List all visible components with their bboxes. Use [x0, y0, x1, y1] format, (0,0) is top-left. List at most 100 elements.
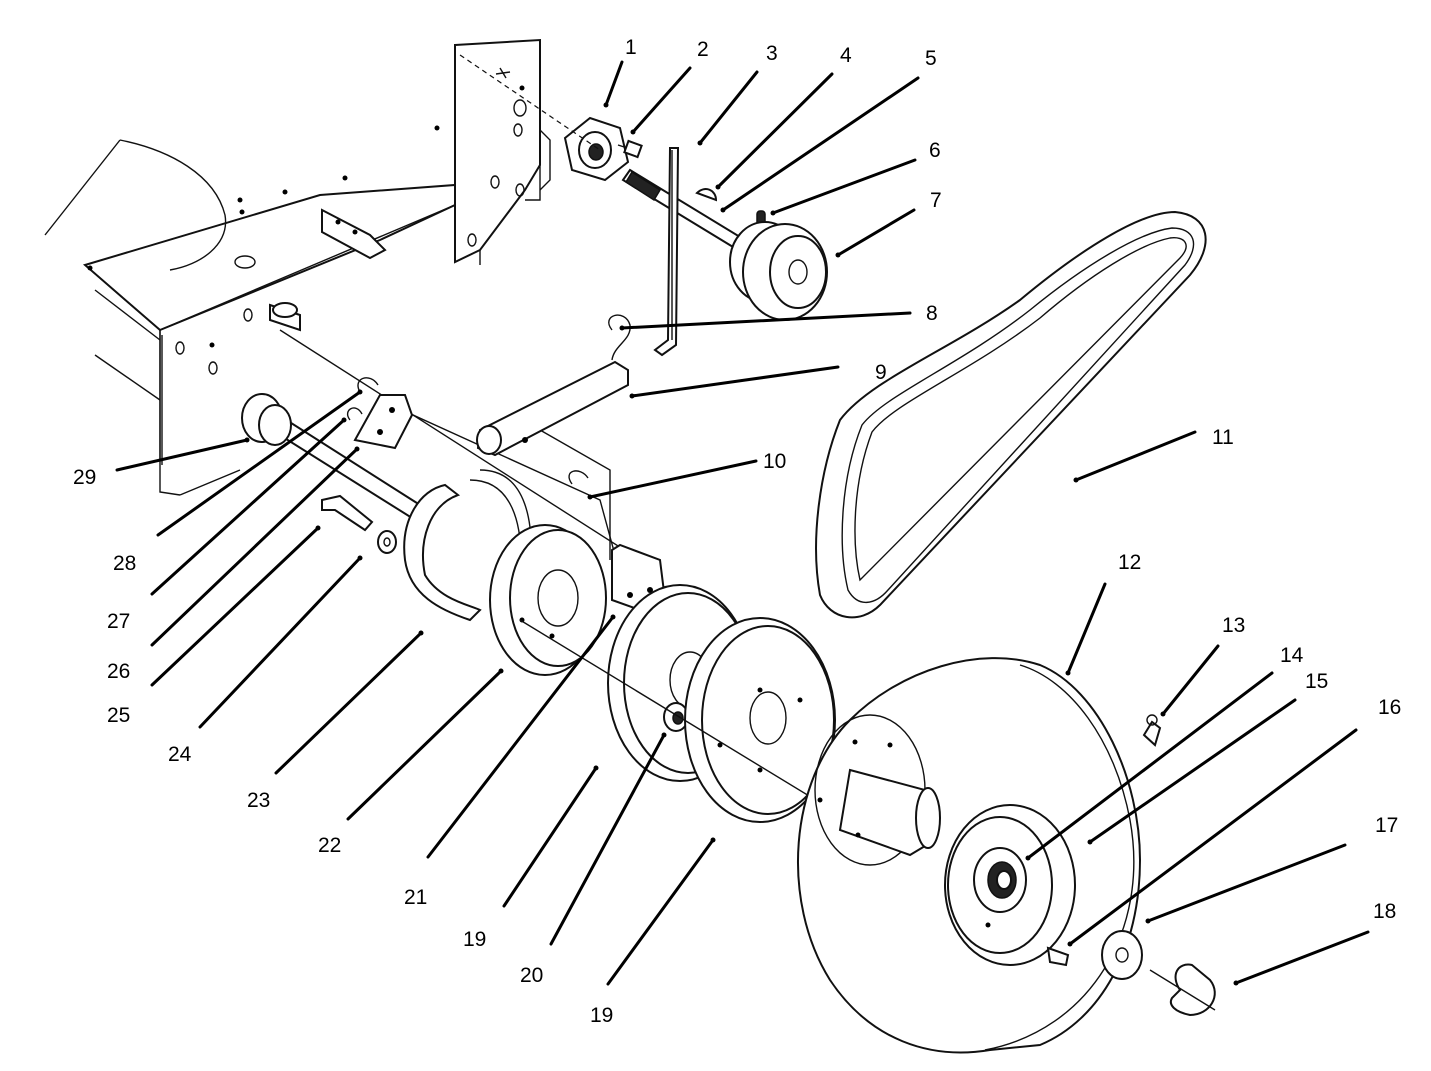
leader-tip-11 — [1073, 477, 1079, 483]
callout-13: 13 — [1222, 614, 1245, 637]
callout-14: 14 — [1280, 644, 1304, 667]
leader-tip-5 — [720, 207, 726, 213]
leader-tip-18 — [1233, 980, 1239, 986]
callout-25: 25 — [107, 704, 130, 727]
leader-tip-9 — [629, 393, 635, 399]
callout-29: 29 — [73, 466, 96, 489]
callout-18: 18 — [1373, 900, 1396, 923]
leader-tip-16 — [1067, 941, 1073, 947]
side-plate — [454, 38, 551, 265]
pulley-half-front — [684, 617, 836, 823]
leader-line-20 — [549, 733, 666, 946]
leader-tip-23 — [418, 630, 424, 636]
control-rod — [653, 147, 680, 357]
leader-line-18 — [1234, 930, 1370, 985]
hub-bushing — [663, 702, 689, 732]
leader-line-12 — [1066, 582, 1107, 675]
leader-line-22 — [346, 669, 503, 821]
leader-tip-14 — [1025, 855, 1031, 861]
leader-line-7 — [836, 208, 916, 257]
callout-4: 4 — [840, 44, 852, 67]
brake-drum — [489, 524, 607, 676]
leader-line-19a — [502, 766, 598, 908]
leader-line-29 — [115, 438, 249, 472]
leader-line-24 — [198, 556, 362, 729]
mounting-tab — [321, 208, 387, 260]
leader-tip-12 — [1065, 670, 1071, 676]
callout-6: 6 — [929, 139, 941, 162]
leader-tip-7 — [835, 252, 841, 258]
leader-line-16 — [1068, 728, 1358, 946]
leader-line-17 — [1146, 843, 1347, 923]
leader-tip-17 — [1145, 918, 1151, 924]
callout-2: 2 — [697, 38, 709, 61]
leader-line-9 — [630, 365, 840, 398]
leader-tip-20 — [661, 732, 667, 738]
leader-line-10 — [588, 459, 758, 499]
leader-tip-25 — [315, 525, 321, 531]
callout-5: 5 — [925, 47, 937, 70]
leader-line-28 — [156, 390, 362, 537]
callout-15: 15 — [1305, 670, 1328, 693]
callout-8: 8 — [926, 302, 938, 325]
bearing-flange — [563, 116, 630, 182]
leader-tip-2 — [630, 129, 636, 135]
e-rings — [346, 377, 589, 485]
leader-line-19b — [606, 838, 715, 986]
leader-line-2 — [631, 66, 692, 134]
leader-line-11 — [1074, 430, 1197, 482]
callout-1: 1 — [625, 36, 637, 59]
callout-9: 9 — [875, 361, 887, 384]
leader-line-14 — [1026, 671, 1274, 860]
callout-19b: 19 — [590, 1004, 613, 1027]
woodruff-key — [695, 188, 718, 202]
leader-tip-4 — [715, 184, 721, 190]
leader-line-8 — [620, 311, 912, 330]
callout-11: 11 — [1212, 426, 1234, 449]
leader-line-23 — [274, 631, 423, 775]
leader-line-26 — [150, 447, 359, 647]
callout-3: 3 — [766, 42, 778, 65]
leader-tip-27 — [341, 417, 347, 423]
callout-10: 10 — [763, 450, 786, 473]
leader-line-13 — [1161, 644, 1220, 716]
leader-tip-19b — [710, 837, 716, 843]
axle-stud — [1046, 946, 1070, 967]
leader-tip-3 — [697, 140, 703, 146]
leader-lines — [115, 60, 1370, 986]
callout-26: 26 — [107, 660, 130, 683]
leader-tip-13 — [1160, 711, 1166, 717]
drive-pulley — [729, 221, 828, 321]
flat-washer — [377, 530, 397, 554]
leader-tip-29 — [244, 437, 250, 443]
leader-line-4 — [716, 72, 834, 189]
pivot-shaft — [241, 302, 641, 561]
callout-27: 27 — [107, 610, 130, 633]
leader-tip-21 — [610, 614, 616, 620]
callout-21: 21 — [404, 886, 427, 909]
lower-plate — [379, 399, 616, 560]
leader-line-3 — [698, 70, 759, 145]
callout-24: 24 — [168, 743, 192, 766]
retaining-clip — [1149, 963, 1216, 1017]
leader-tip-15 — [1087, 839, 1093, 845]
leader-tip-28 — [357, 389, 363, 395]
leader-tip-1 — [603, 102, 609, 108]
carriage-bolt — [321, 494, 374, 532]
leader-tip-26 — [354, 446, 360, 452]
leader-tip-19a — [593, 765, 599, 771]
callout-19a: 19 — [463, 928, 486, 951]
leader-tip-22 — [498, 668, 504, 674]
grease-fitting — [1142, 714, 1162, 747]
leader-line-6 — [771, 158, 917, 215]
callout-20: 20 — [520, 964, 543, 987]
leader-tip-24 — [357, 555, 363, 561]
callout-16: 16 — [1378, 696, 1401, 719]
bolt — [617, 139, 643, 159]
leader-line-1 — [604, 60, 624, 107]
callout-22: 22 — [318, 834, 341, 857]
leader-tip-8 — [619, 325, 625, 331]
leader-line-27 — [150, 418, 346, 596]
